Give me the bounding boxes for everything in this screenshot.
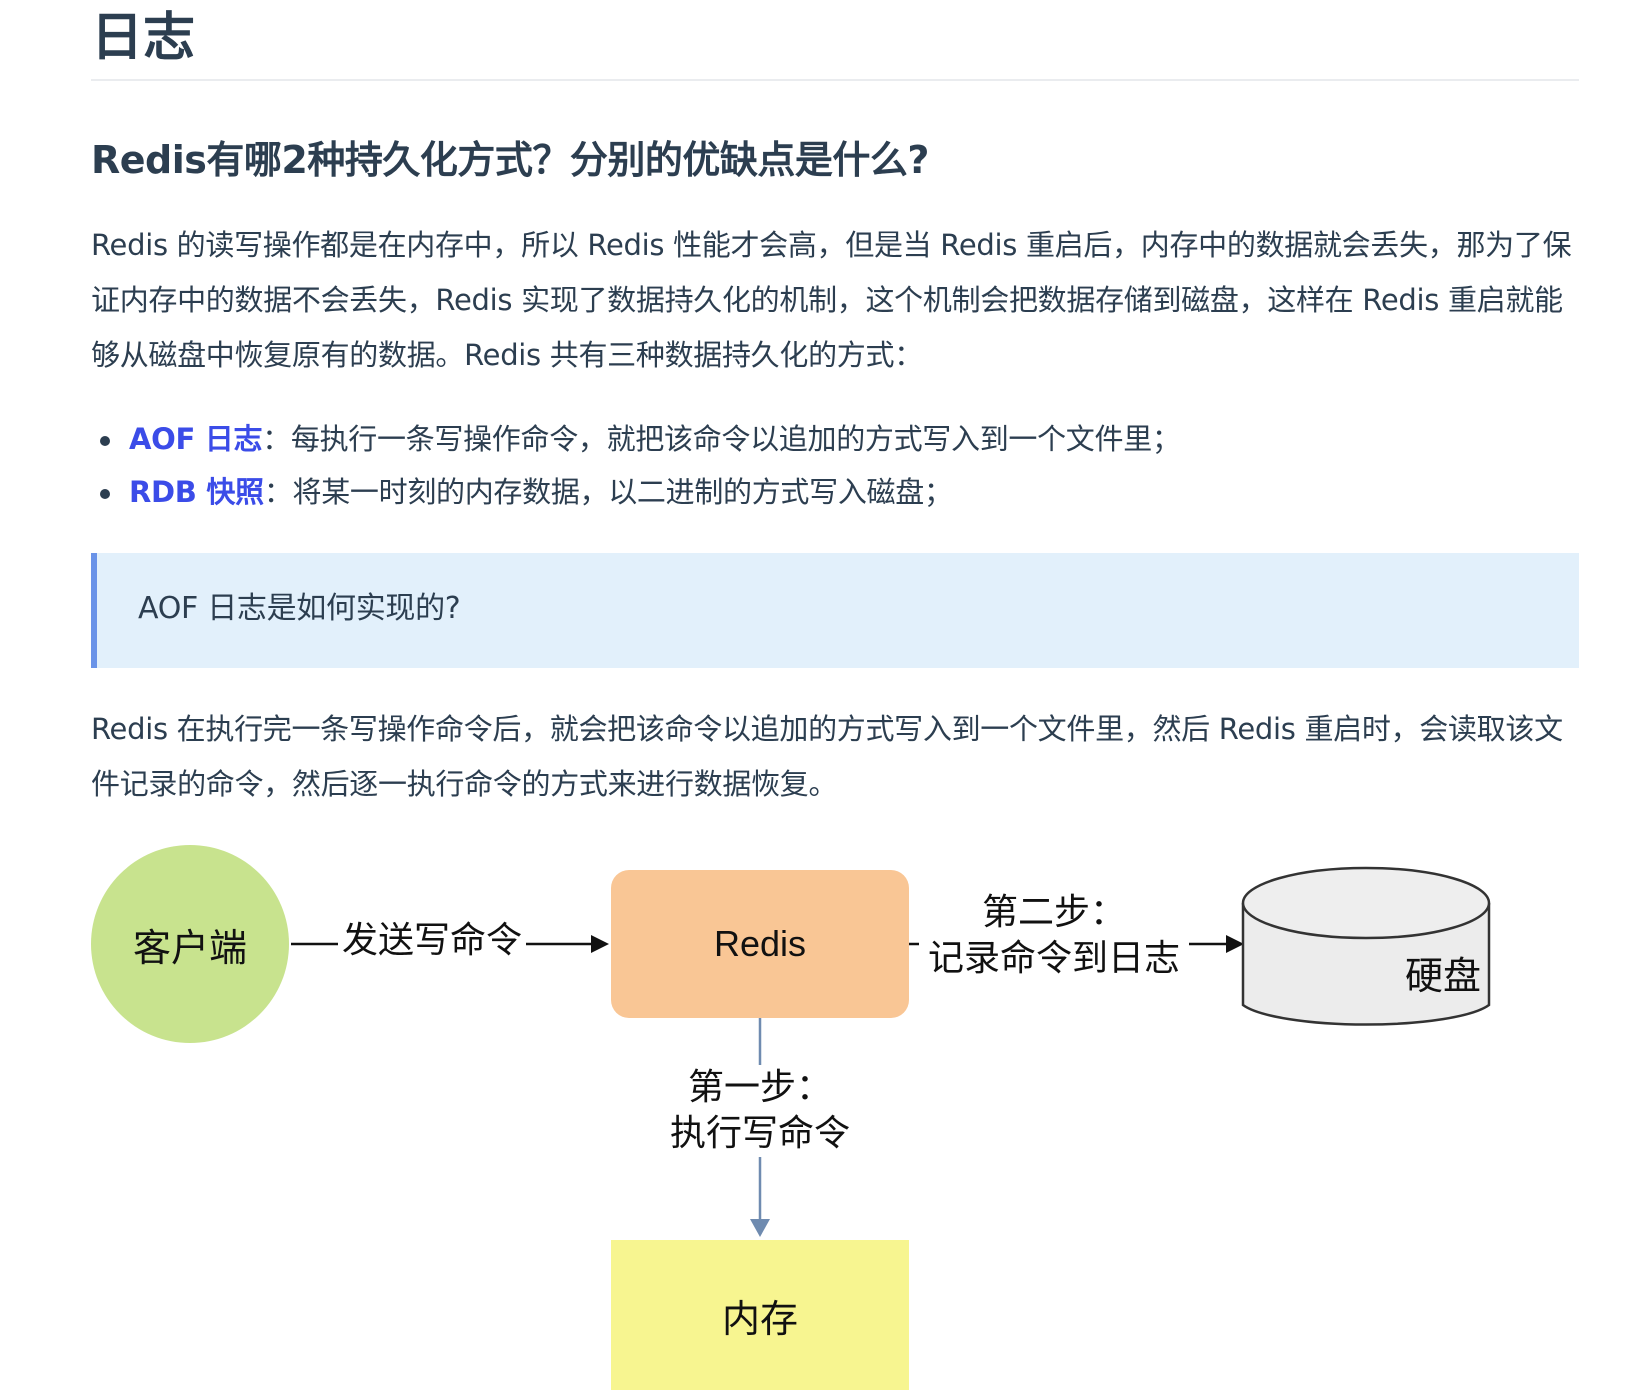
article-content: 日志 Redis有哪2种持久化方式？分别的优缺点是什么? Redis 的读写操作…: [91, 0, 1579, 1390]
section-heading: Redis有哪2种持久化方式？分别的优缺点是什么?: [91, 138, 929, 182]
page-title: 日志: [91, 0, 1579, 81]
term-desc: ：将某一时刻的内存数据，以二进制的方式写入磁盘；: [263, 475, 953, 509]
step2-desc: 记录命令到日志: [927, 938, 1180, 979]
edge-send-label: 发送写命令: [338, 918, 527, 964]
client-node: 客户端: [91, 845, 289, 1043]
persistence-methods-list: AOF 日志：每执行一条写操作命令，就把该命令以追加的方式写入到一个文件里； R…: [91, 413, 1181, 519]
step1-desc: 执行写命令: [669, 1113, 850, 1154]
redis-node: Redis: [611, 870, 909, 1018]
step2-title: 第二步：: [981, 892, 1126, 933]
disk-node-label: 硬盘: [1405, 954, 1482, 998]
term-rdb: RDB 快照: [129, 475, 264, 509]
list-item: RDB 快照：将某一时刻的内存数据，以二进制的方式写入磁盘；: [91, 466, 1181, 519]
aof-paragraph: Redis 在执行完一条写操作命令后，就会把该命令以追加的方式写入到一个文件里，…: [91, 712, 1563, 801]
diagram-connectors: [291, 866, 1491, 1237]
term-desc: ：每执行一条写操作命令，就把该命令以追加的方式写入到一个文件里；: [262, 422, 1181, 456]
edge-step1-label: 第一步： 执行写命令: [625, 1065, 895, 1157]
term-aof: AOF 日志: [129, 422, 263, 456]
list-item: AOF 日志：每执行一条写操作命令，就把该命令以追加的方式写入到一个文件里；: [91, 413, 1181, 466]
tip-callout: AOF 日志是如何实现的?: [91, 553, 1579, 668]
memory-label: 内存: [721, 1296, 798, 1341]
tip-text: AOF 日志是如何实现的?: [138, 591, 461, 626]
edge-step2-label: 第二步： 记录命令到日志: [919, 890, 1189, 982]
memory-node: 内存: [611, 1240, 909, 1390]
aof-flow-diagram: 客户端 Redis 内存 硬盘 发送写命令 第二步： 记录命令到日志 第一步： …: [91, 840, 1579, 1390]
step1-title: 第一步：: [687, 1067, 832, 1108]
intro-paragraph: Redis 的读写操作都是在内存中，所以 Redis 性能才会高，但是当 Red…: [91, 228, 1572, 372]
redis-label: Redis: [713, 923, 807, 964]
client-label: 客户端: [132, 925, 247, 970]
